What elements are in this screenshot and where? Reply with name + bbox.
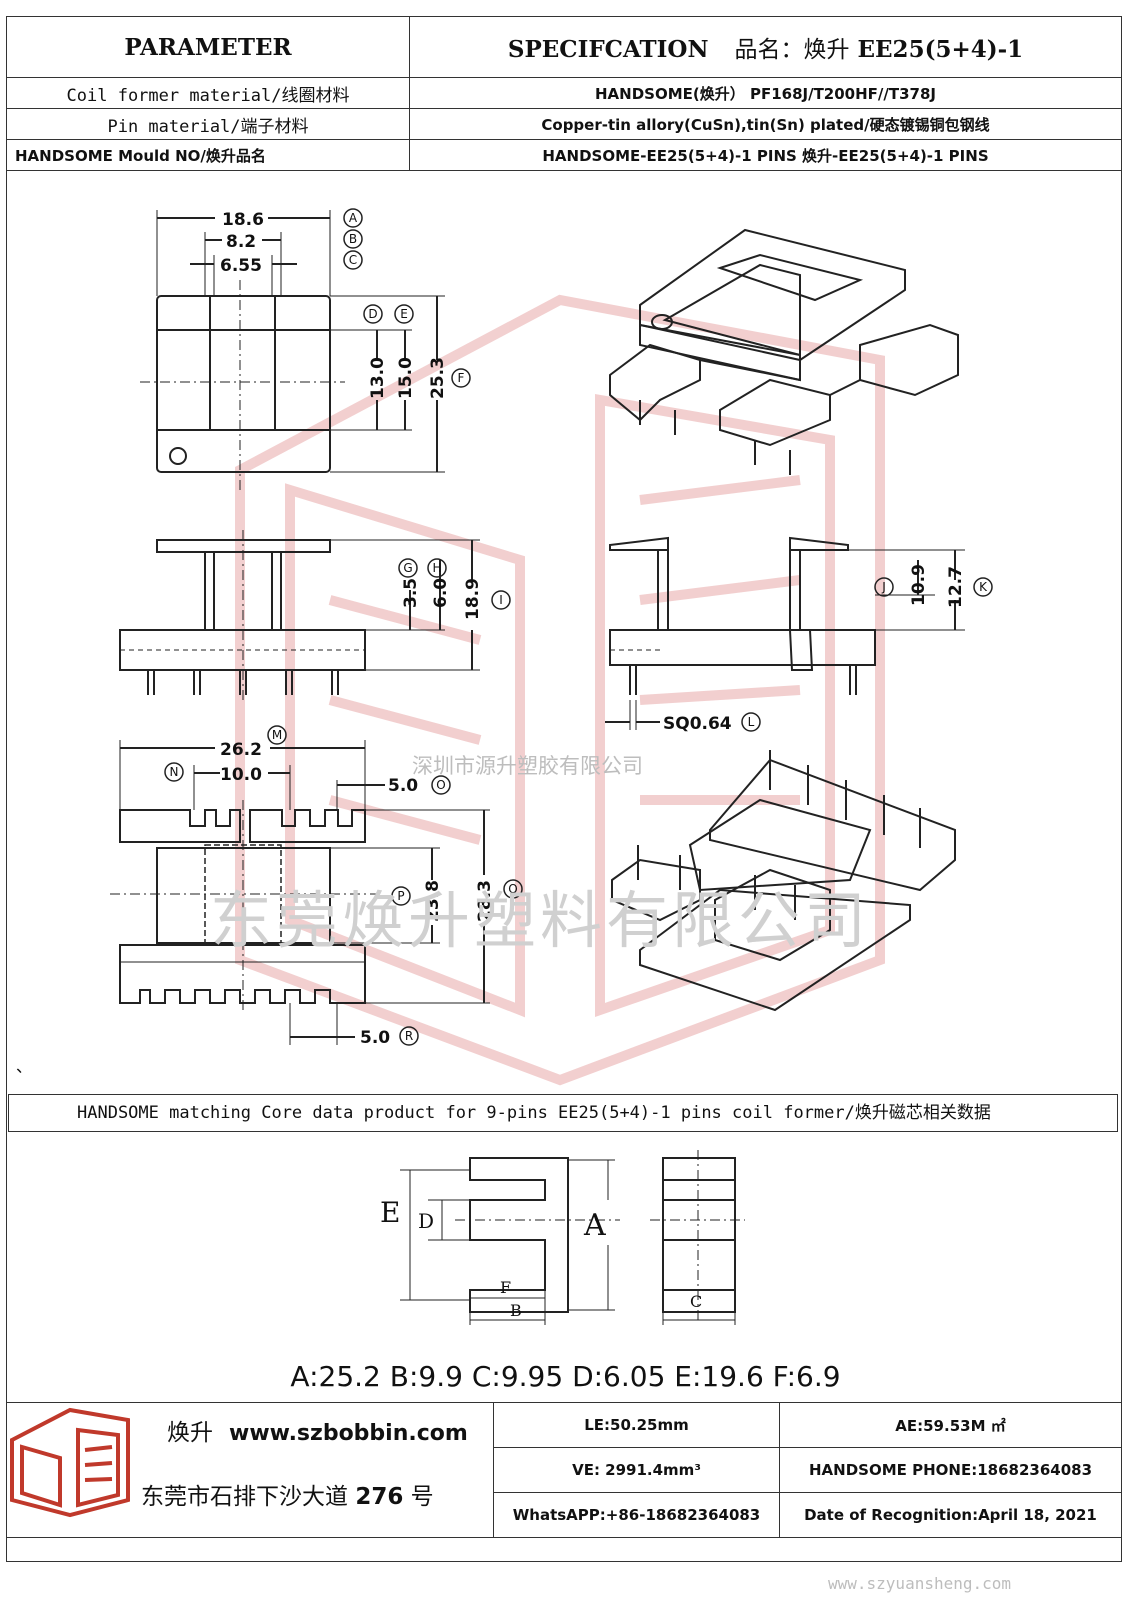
dim-P-value: 23.8 (423, 880, 443, 922)
ae-value: AE:59.53M ㎡ (779, 1402, 1122, 1448)
svg-text:P: P (397, 889, 404, 903)
dim-L-value: SQ0.64 (663, 714, 732, 734)
svg-text:H: H (432, 561, 441, 575)
footer-table: 焕升 www.szbobbin.com 东莞市石排下沙大道 276 号 LE:50… (6, 1402, 1122, 1538)
core-label-C: C (690, 1292, 702, 1311)
dim-I-value: 18.9 (463, 578, 483, 620)
svg-text:B: B (349, 232, 357, 246)
dim-F-value: 25.3 (428, 357, 448, 399)
svg-text:L: L (748, 715, 755, 729)
core-label-A: A (583, 1208, 606, 1243)
core-data-values: A:25.2 B:9.9 C:9.95 D:6.05 E:19.6 F:6.9 (290, 1360, 841, 1393)
svg-text:C: C (349, 253, 357, 267)
svg-text:E: E (400, 307, 408, 321)
stray-mark: 、 (16, 1057, 32, 1076)
dim-O-value: 5.0 (388, 776, 418, 796)
marker-D: D (363, 304, 383, 324)
dim-H-value: 6.0 (431, 578, 451, 608)
core-label-E: E (380, 1196, 400, 1229)
brand-cell: 焕升 www.szbobbin.com 东莞市石排下沙大道 276 号 (6, 1402, 494, 1538)
marker-C: C (343, 250, 363, 270)
le-value: LE:50.25mm (493, 1402, 780, 1448)
address: 东莞市石排下沙大道 276 号 (141, 1484, 434, 1510)
marker-B: B (343, 229, 363, 249)
dim-N-value: 10.0 (220, 765, 262, 785)
phone-value: HANDSOME PHONE:18682364083 (779, 1447, 1122, 1493)
marker-H: H (427, 558, 447, 578)
dim-Q-value: 28.3 (475, 880, 495, 922)
whatsapp-value: WhatsAPP:+86-18682364083 (493, 1492, 780, 1538)
watermark-site: www.szyuansheng.com (828, 1574, 1012, 1593)
parameter-heading: PARAMETER (6, 16, 410, 78)
watermark-company-small: 深圳市源升塑胶有限公司 (412, 754, 643, 778)
mould-no-value: HANDSOME-EE25(5+4)-1 PINS 焕升-EE25(5+4)-1… (409, 139, 1122, 171)
dim-E-value: 15.0 (396, 357, 416, 399)
dim-B-value: 8.2 (226, 232, 256, 252)
brand-name: 焕升 (167, 1420, 213, 1446)
marker-P: P (391, 886, 411, 906)
dim-R-value: 5.0 (360, 1028, 390, 1048)
svg-text:I: I (499, 593, 503, 607)
mould-no-label: HANDSOME Mould NO/焕升品名 (6, 139, 410, 171)
svg-text:D: D (368, 307, 377, 321)
svg-text:M: M (272, 728, 282, 742)
core-data-caption: HANDSOME matching Core data product for … (8, 1094, 1118, 1132)
svg-text:F: F (458, 371, 465, 385)
marker-R: R (399, 1026, 419, 1046)
website-link[interactable]: www.szbobbin.com (229, 1421, 468, 1446)
svg-text:A: A (349, 211, 358, 225)
marker-I: I (491, 590, 511, 610)
svg-text:K: K (979, 580, 988, 594)
marker-M: M (267, 725, 287, 745)
ve-value: VE: 2991.4mm³ (493, 1447, 780, 1493)
marker-Q: Q (503, 879, 523, 899)
dim-G-value: 3.5 (401, 578, 421, 608)
watermark-company-large: 东莞焕升塑料有限公司 (210, 884, 871, 957)
marker-J: J (874, 577, 894, 597)
svg-text:J: J (881, 580, 886, 594)
top-view-outline (156, 295, 331, 473)
marker-O: O (431, 775, 451, 795)
svg-text:R: R (405, 1029, 413, 1043)
svg-text:O: O (436, 778, 445, 792)
marker-F: F (451, 368, 471, 388)
core-label-F: F (500, 1278, 511, 1297)
drawing-frame (6, 16, 1122, 1562)
core-label-D: D (418, 1209, 434, 1233)
dim-D-value: 13.0 (368, 357, 388, 399)
svg-text:Q: Q (508, 882, 517, 896)
dim-M-value: 26.2 (220, 740, 262, 760)
marker-E: E (394, 304, 414, 324)
marker-K: K (973, 577, 993, 597)
marker-N: N (164, 762, 184, 782)
dim-A-value: 18.6 (222, 210, 264, 230)
recognition-date: Date of Recognition:April 18, 2021 (779, 1492, 1122, 1538)
dim-J-value: 10.9 (909, 564, 929, 606)
svg-text:G: G (403, 561, 412, 575)
core-label-B: B (510, 1301, 522, 1320)
coil-material-value: HANDSOME(焕升） PF168J/T200HF//T378J (409, 77, 1122, 109)
marker-L: L (741, 712, 761, 732)
dim-C-value: 6.55 (220, 256, 262, 276)
marker-A: A (343, 208, 363, 228)
svg-text:N: N (170, 765, 179, 779)
marker-G: G (398, 558, 418, 578)
dim-K-value: 12.7 (946, 566, 966, 608)
pin-material-value: Copper-tin allory(CuSn),tin(Sn) plated/硬… (409, 108, 1122, 140)
